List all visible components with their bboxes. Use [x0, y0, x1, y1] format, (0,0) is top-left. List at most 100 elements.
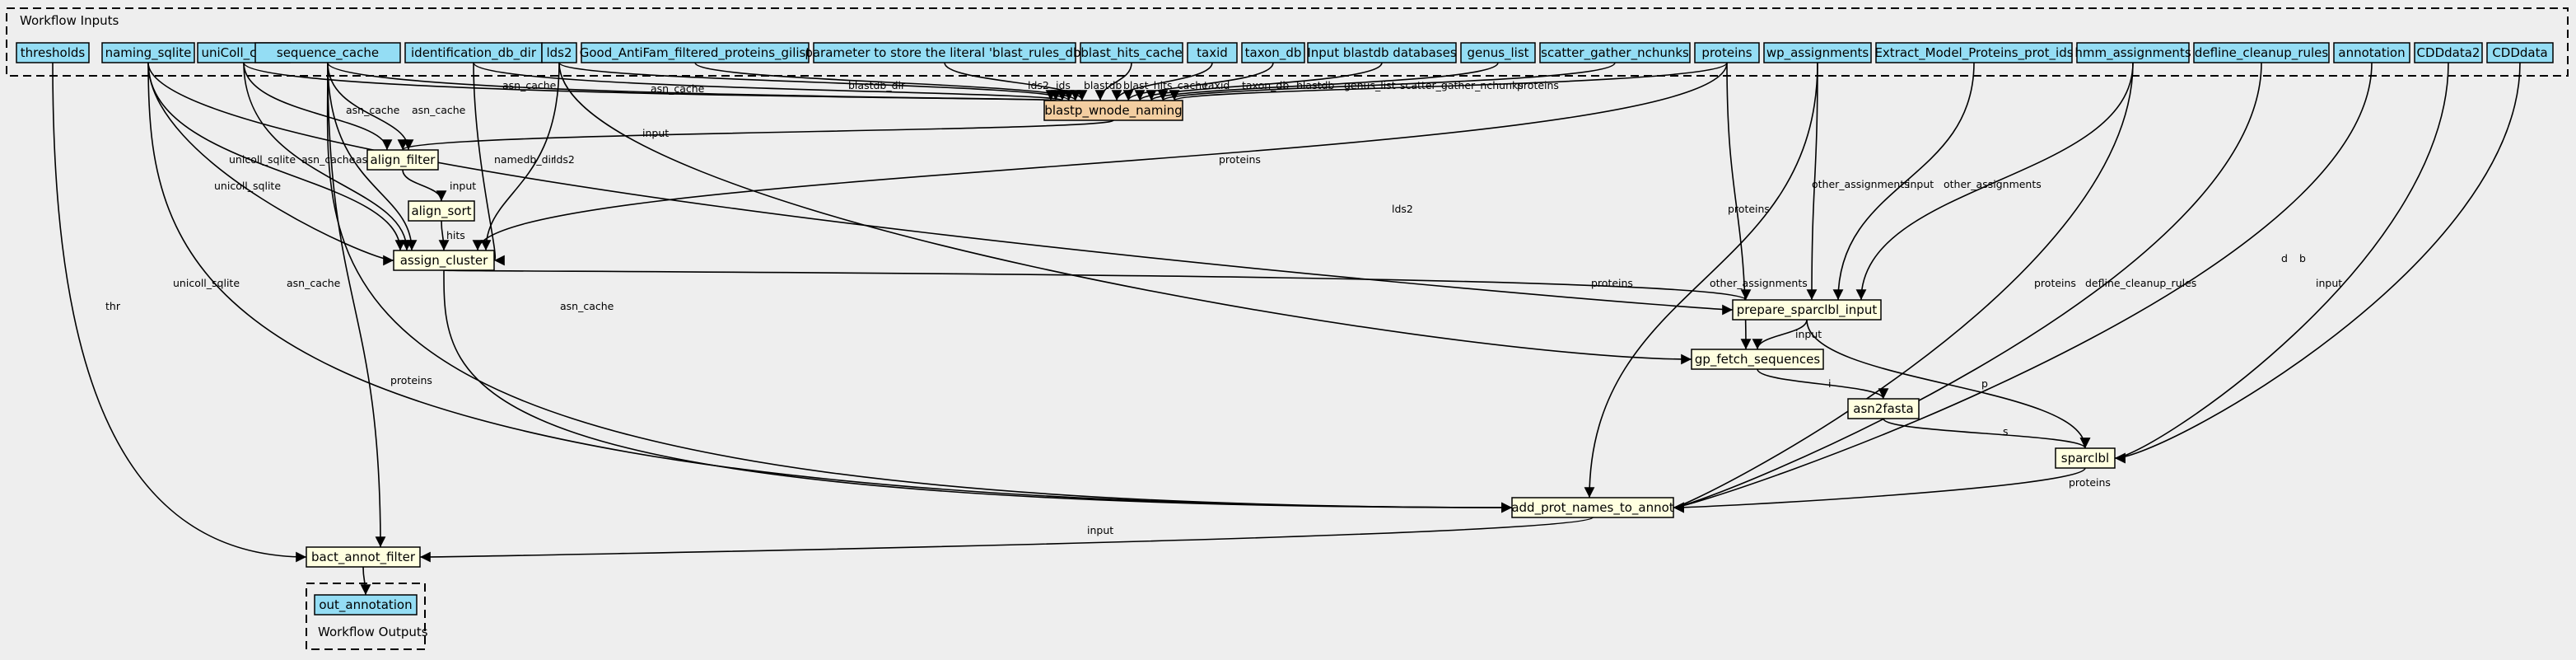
node-label: Extract_Model_Proteins_prot_ids: [1874, 45, 2073, 61]
edge-lds2-to-gp-fetch-sequences: [558, 62, 1692, 365]
node-align-filter[interactable]: align_filter: [366, 149, 439, 171]
edge-label-lds2: lds2: [1392, 203, 1413, 215]
node-label: hmm_assignments: [2074, 45, 2191, 61]
node-label: scatter_gather_nchunks: [1541, 45, 1689, 61]
node-defline-cleanup[interactable]: defline_cleanup_rules: [2193, 42, 2330, 63]
edge-label-unicoll-sqlite: unicoll_sqlite: [173, 277, 240, 289]
edge-label-asn-cache: asn_cache: [287, 277, 341, 289]
node-annotation[interactable]: annotation: [2333, 42, 2410, 63]
edge-label-lds2: lds2: [553, 153, 575, 166]
node-box: [2486, 42, 2554, 63]
node-align-sort[interactable]: align_sort: [408, 200, 475, 222]
node-label: align_sort: [411, 204, 471, 219]
edge-label-input: input: [450, 180, 476, 192]
edge-assign-cluster-to-add-prot-names-to-annot: [443, 269, 1513, 513]
node-blastp-wnode-naming[interactable]: blastp_wnode_naming: [1043, 100, 1183, 121]
node-label: identification_db_dir: [411, 45, 537, 61]
node-taxid[interactable]: taxid: [1187, 42, 1238, 63]
node-label: gp_fetch_sequences: [1695, 352, 1820, 367]
node-label: annotation: [2338, 45, 2405, 60]
node-box: [2055, 447, 2116, 469]
edge-label-namedb-dir: namedb_dir: [494, 153, 556, 166]
node-label: defline_cleanup_rules: [2195, 45, 2329, 61]
edge-add-prot-names-to-annot-to-bact-annot-filter: [419, 517, 1594, 563]
node-cdddata[interactable]: CDDdata: [2486, 42, 2554, 63]
node-proteins[interactable]: proteins: [1694, 42, 1760, 63]
node-cdddata2[interactable]: CDDdata2: [2414, 42, 2483, 63]
edge-asn2fasta-to-sparclbl: [1883, 418, 2091, 449]
node-identification-db-dir[interactable]: identification_db_dir: [404, 42, 543, 63]
node-wp-assignments[interactable]: wp_assignments: [1763, 42, 1872, 63]
node-blast-hits-cache[interactable]: blast_hits_cache: [1080, 42, 1183, 63]
node-out-annotation[interactable]: out_annotation: [314, 594, 418, 616]
node-prepare-sparclbl-input[interactable]: prepare_sparclbl_input: [1732, 299, 1882, 321]
edge-label-proteins: proteins: [1219, 153, 1261, 166]
node-box: [581, 42, 810, 63]
edge-bact-annot-filter-to-out-annotation: [360, 566, 371, 596]
edge-label-ids: ids: [1056, 79, 1071, 91]
edge-prepare-sparclbl-input-to-gp-fetch-sequences: [1752, 319, 1808, 350]
edge-taxid-to-blastp-wnode-naming: [1111, 62, 1213, 101]
outputs-cluster-label: Workflow Outputs: [318, 625, 428, 639]
node-hmm-assignments[interactable]: hmm_assignments: [2074, 42, 2191, 63]
node-label: thresholds: [21, 45, 86, 60]
node-box: [1511, 497, 1674, 518]
node-box: [16, 42, 90, 63]
node-input-blastdb[interactable]: Input blastdb databases: [1307, 42, 1457, 63]
node-assign-cluster[interactable]: assign_cluster: [393, 250, 495, 271]
node-box: [408, 200, 475, 222]
edge-thresholds-to-bact-annot-filter: [52, 62, 307, 563]
node-asn2fasta[interactable]: asn2fasta: [1847, 398, 1920, 419]
node-label: wp_assignments: [1766, 45, 1869, 61]
edge-naming-sqlite-to-add-prot-names-to-annot: [147, 62, 1513, 513]
node-box: [1847, 398, 1920, 419]
node-label: align_filter: [371, 152, 436, 168]
edge-cdddata-to-sparclbl: [2114, 62, 2521, 464]
edge-taxon-db-to-blastp-wnode-naming: [1122, 62, 1274, 101]
node-box: [1539, 42, 1691, 63]
node-label: Good_AntiFam_filtered_proteins_gilist: [580, 45, 811, 61]
node-good-antifam[interactable]: Good_AntiFam_filtered_proteins_gilist: [580, 42, 811, 63]
node-label: out_annotation: [319, 597, 412, 613]
node-taxon-db[interactable]: taxon_db: [1241, 42, 1305, 63]
node-bact-annot-filter[interactable]: bact_annot_filter: [306, 546, 421, 568]
node-label: asn2fasta: [1853, 401, 1913, 416]
node-add-prot-names-to-annot[interactable]: add_prot_names_to_annot: [1511, 497, 1674, 518]
node-label: genus_list: [1467, 45, 1528, 61]
node-label: taxon_db: [1245, 45, 1302, 61]
node-thresholds[interactable]: thresholds: [16, 42, 90, 63]
node-naming-sqlite[interactable]: naming_sqlite: [101, 42, 195, 63]
edge-label-d: d: [2281, 252, 2288, 264]
edge-param-literal-to-blastp-wnode-naming: [944, 62, 1088, 101]
node-gp-fetch-sequences[interactable]: gp_fetch_sequences: [1691, 349, 1824, 370]
edge-gp-fetch-sequences-to-asn2fasta: [1757, 368, 1889, 400]
node-param-literal[interactable]: parameter to store the literal 'blast_ru…: [805, 42, 1085, 63]
edge-naming-sqlite-to-prepare-sparclbl-input: [147, 62, 1734, 316]
node-extract-model[interactable]: Extract_Model_Proteins_prot_ids: [1874, 42, 2074, 63]
node-box: [1043, 100, 1183, 121]
edge-wp-assignments-to-prepare-sparclbl-input: [1806, 62, 1818, 301]
node-box: [2333, 42, 2410, 63]
node-sparclbl[interactable]: sparclbl: [2055, 447, 2116, 469]
node-box: [393, 250, 495, 271]
node-label: naming_sqlite: [105, 45, 192, 61]
edge-label-input: input: [1907, 178, 1934, 190]
node-sequence-cache[interactable]: sequence_cache: [254, 42, 401, 63]
edge-blastp-wnode-naming-to-align-filter: [398, 119, 1114, 151]
node-box: [1875, 42, 2073, 63]
inputs-cluster-box: [6, 7, 2569, 77]
edge-wp-assignments-to-add-prot-names-to-annot: [1584, 62, 1818, 499]
node-lds2[interactable]: lds2: [541, 42, 577, 63]
edge-label-asn-cache: asn_cache: [412, 104, 466, 116]
node-label: prepare_sparclbl_input: [1737, 302, 1878, 318]
node-scatter-gather[interactable]: scatter_gather_nchunks: [1539, 42, 1691, 63]
node-genus-list[interactable]: genus_list: [1460, 42, 1536, 63]
edge-hmm-assignments-to-add-prot-names-to-annot: [1673, 62, 2134, 513]
node-box: [2076, 42, 2190, 63]
edge-label-other-assignments: other_assignments: [1944, 178, 2042, 190]
node-label: lds2: [546, 45, 572, 60]
inputs-cluster-label: Workflow Inputs: [20, 13, 119, 28]
edge-hmm-assignments-to-prepare-sparclbl-input: [1855, 62, 2134, 301]
